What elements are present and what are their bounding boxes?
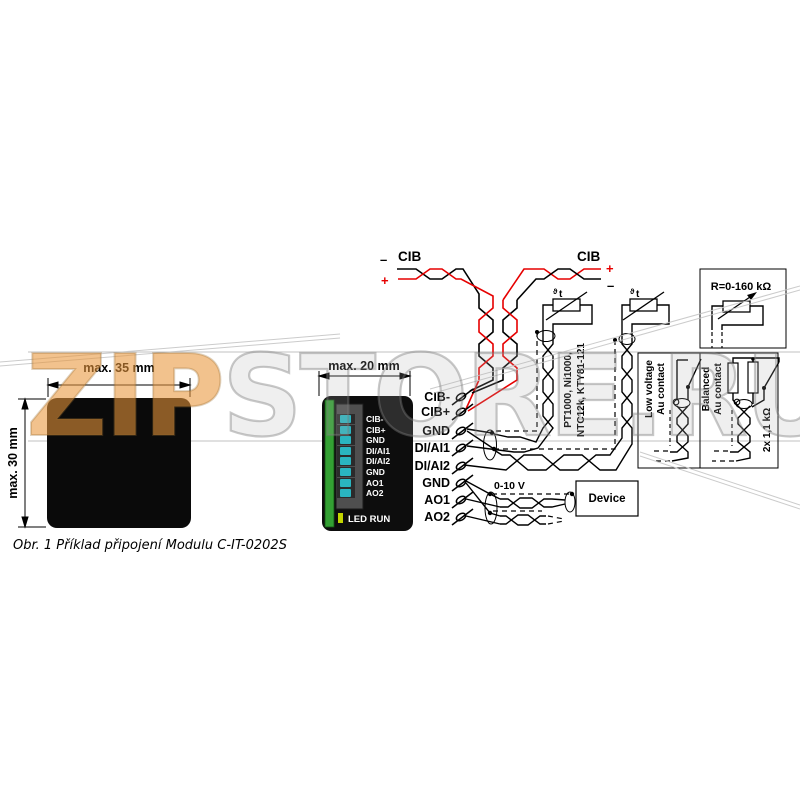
analog-range-label: 0-10 V [494, 480, 525, 492]
cib-bus-label-left: CIB [398, 249, 422, 264]
module-terminal-label: AO2 [366, 488, 384, 498]
sensor-t-symbol: t [559, 289, 563, 300]
bus-plus-right: + [606, 261, 614, 276]
junction-dots [489, 330, 617, 452]
schematic-terminal-labels: CIB- CIB+ GND DI/AI1 DI/AI2 GND AO1 AO2 [415, 390, 450, 524]
balanced-contact-circuit [712, 357, 780, 462]
sensor-input-wiring [463, 304, 670, 471]
low-voltage-label-line2: Au contact [656, 362, 667, 414]
dim-arrow-right [399, 372, 412, 380]
sensor-t-symbol: t [636, 289, 640, 300]
module-terminal-label: GND [366, 435, 385, 445]
front-view-dimensions [317, 371, 412, 396]
module-terminal-label: AO1 [366, 478, 384, 488]
terminal-screws [451, 388, 474, 526]
low-voltage-contact-circuit [652, 358, 702, 462]
module-terminal-label: GND [366, 467, 385, 477]
analog-output-wiring [465, 480, 576, 526]
bus-minus-left: – [380, 252, 387, 267]
module-green-strip [324, 399, 335, 528]
cib-bus-label-right: CIB [577, 249, 601, 264]
terminal-label: DI/AI1 [415, 441, 450, 455]
low-voltage-label-line1: Low voltage [644, 360, 655, 418]
top-view-dimensions [18, 378, 192, 529]
terminal-label: CIB- [424, 390, 450, 404]
bus-plus-left: + [381, 273, 389, 288]
balanced-label-line2: Au contact [713, 362, 724, 414]
resistor-range-box [699, 268, 787, 349]
sensor-types-line1: PT1000, Ni1000, [563, 352, 574, 428]
cib-bus [397, 268, 601, 412]
top-view-height-label: max. 30 mm [6, 427, 20, 499]
balanced-label-line1: Balanced [701, 367, 712, 411]
dim-arrow-left [317, 372, 330, 380]
top-view-module [47, 398, 191, 528]
terminal-cells [337, 414, 355, 498]
sensor-theta-symbol: ϑ [553, 287, 558, 296]
balanced-resistors-label: 2x 1,1 kΩ [762, 408, 773, 452]
terminal-label: GND [422, 476, 450, 490]
module-terminal-label: CIB- [366, 414, 384, 424]
shield-lines [494, 332, 616, 450]
sensor-types-line2: NTC12k, KTY81-121 [576, 343, 587, 437]
sensor-theta-symbol: ϑ [630, 287, 635, 296]
dim-arrow-top [21, 397, 29, 410]
cable-clamps [483, 330, 636, 461]
device-box: Device [575, 480, 639, 517]
resistor-arrow [747, 292, 757, 300]
sensor-resistor [552, 298, 581, 312]
dim-arrow-bottom [21, 516, 29, 529]
sensor-diagonal [622, 291, 665, 321]
sensor-resistor [629, 298, 658, 312]
module-top-view-photo [47, 398, 191, 528]
run-led [338, 513, 343, 523]
resistor-range-label: R=0-160 kΩ [711, 281, 772, 293]
front-view-width-label: max. 20 mm [328, 359, 400, 373]
top-view-width-label: max. 35 mm [83, 361, 155, 375]
terminal-label: GND [422, 424, 450, 438]
terminal-label: AO2 [424, 510, 450, 524]
watermark-diagonal-lines [0, 285, 800, 510]
terminal-label: AO1 [424, 493, 450, 507]
dim-arrow-left [46, 381, 59, 389]
terminal-label: CIB+ [421, 405, 450, 419]
temperature-sensor-1: ϑ t [545, 287, 588, 321]
front-view-module: CIB- CIB+ GND DI/AI1 DI/AI2 GND AO1 AO2 … [322, 396, 413, 531]
dim-arrow-right [179, 381, 192, 389]
led-run-label: LED RUN [348, 514, 390, 525]
module-terminal-label: CIB+ [366, 425, 386, 435]
terminal-label: DI/AI2 [415, 459, 450, 473]
bus-minus-right: – [607, 278, 614, 293]
device-label: Device [588, 493, 625, 505]
module-terminal-labels: CIB- CIB+ GND DI/AI1 DI/AI2 GND AO1 AO2 [366, 414, 390, 498]
sensor-diagonal [545, 291, 588, 321]
contact-boxes [637, 352, 779, 469]
temperature-sensor-2: ϑ t [622, 287, 665, 321]
module-terminal-label: DI/AI2 [366, 456, 390, 466]
figure-caption: Obr. 1 Příklad připojení Modulu C-IT-020… [13, 538, 287, 553]
module-terminal-label: DI/AI1 [366, 446, 390, 456]
